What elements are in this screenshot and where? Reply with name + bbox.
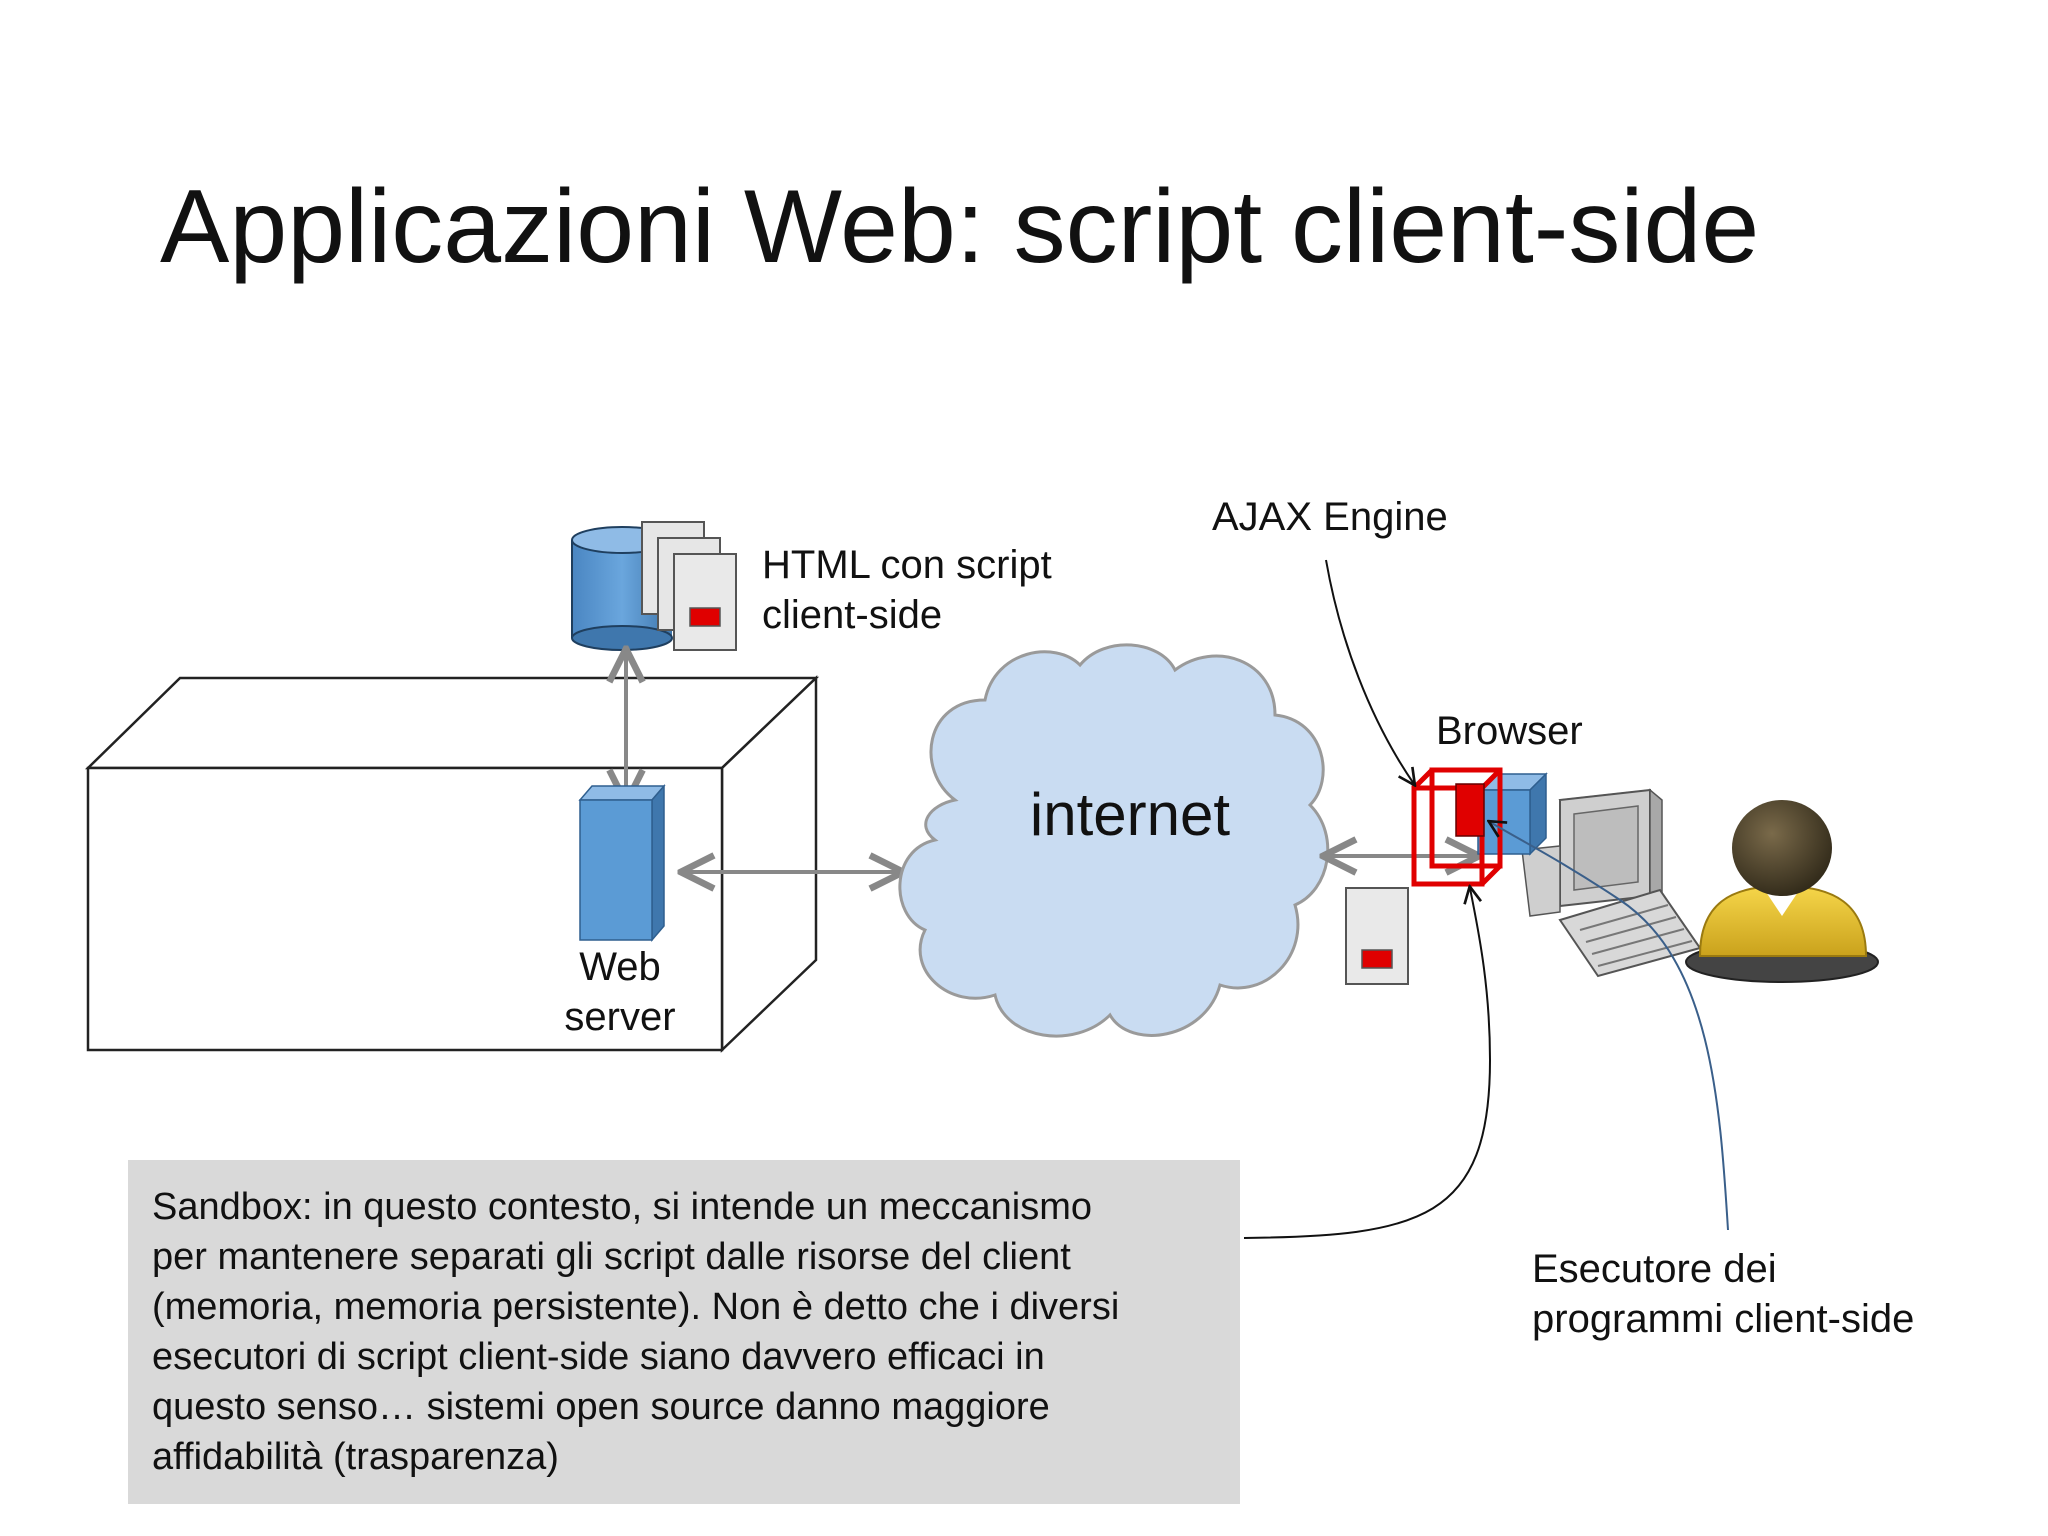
ajax-pointer: [1325, 559, 1414, 784]
sandbox-note-line: Sandbox: in questo contesto, si intende …: [152, 1186, 1093, 1228]
web-server-label-line: Web: [579, 945, 661, 989]
browser-engine-cube: [1476, 772, 1548, 856]
ajax-engine-label: AJAX Engine: [1212, 495, 1448, 539]
sandbox-note-line: per mantenere separati gli script dalle …: [152, 1236, 1071, 1278]
sandbox-note: Sandbox: in questo contesto, si intende …: [128, 1160, 1240, 1504]
sandbox-note-line: questo senso… sistemi open source danno …: [152, 1386, 1050, 1428]
web-server-label: Web server: [540, 942, 700, 1042]
html-docs-label: HTML con script client-side: [762, 540, 1052, 640]
user-icon: [1685, 800, 1879, 983]
esecutore-label-line: Esecutore dei: [1532, 1247, 1777, 1291]
web-server-label-line: server: [564, 995, 676, 1039]
sandbox-pointer: [1243, 888, 1492, 1239]
ajax-engine-box: [1411, 767, 1503, 887]
document-icon: [1345, 887, 1409, 985]
sandbox-note-line: affidabilità (trasparenza): [152, 1436, 559, 1478]
sandbox-note-line: esecutori di script client-side siano da…: [152, 1336, 1045, 1378]
sandbox-note-line: (memoria, memoria persistente). Non è de…: [152, 1286, 1120, 1328]
browser-label: Browser: [1436, 709, 1583, 753]
cloud-icon: [898, 643, 1330, 1038]
server-icon: [578, 783, 666, 943]
internet-label: internet: [1029, 781, 1231, 848]
computer-icon: [1521, 788, 1702, 978]
esecutore-pointer: [1490, 822, 1729, 1231]
esecutore-label: Esecutore dei programmi client-side: [1532, 1244, 1914, 1344]
html-docs-label-line: client-side: [762, 593, 943, 637]
slide-title: Applicazioni Web: script client-side: [160, 169, 1760, 285]
html-docs-label-line: HTML con script: [762, 543, 1052, 587]
esecutore-label-line: programmi client-side: [1532, 1297, 1915, 1341]
server-room-box: [84, 675, 820, 1053]
document-icon: [641, 521, 737, 651]
